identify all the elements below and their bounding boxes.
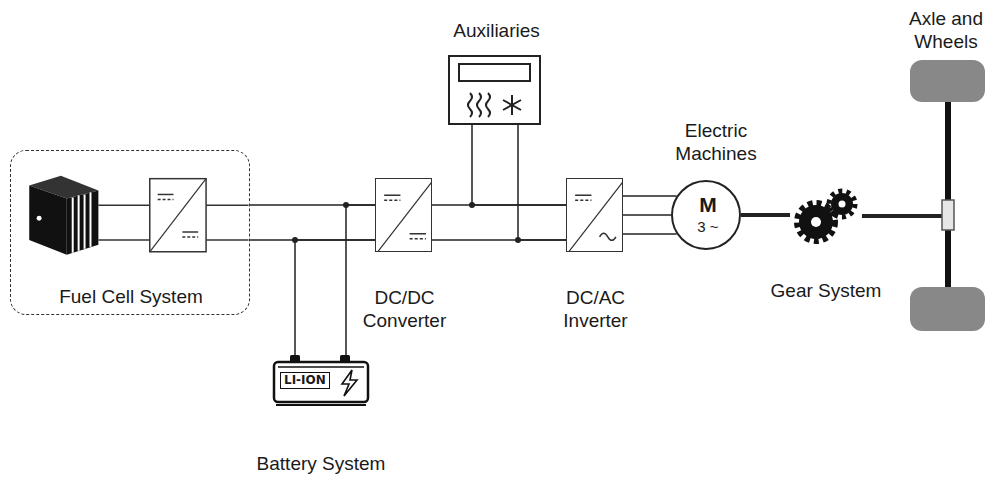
motor-symbol: M bbox=[678, 192, 738, 217]
wire bbox=[346, 205, 375, 355]
axle-and-wheels: Axle and Wheels bbox=[908, 58, 988, 333]
wire bbox=[741, 213, 790, 217]
phase-label: 3 ~ bbox=[678, 218, 738, 236]
dc-dc-converter-box: DC/DC Converter bbox=[375, 178, 432, 252]
wire-connector bbox=[623, 196, 677, 234]
group-label: Fuel Cell System bbox=[16, 286, 246, 309]
gear-icon bbox=[790, 185, 862, 247]
wire bbox=[295, 240, 375, 355]
fuel-cell-system-group: Fuel Cell System bbox=[10, 150, 250, 315]
wire bbox=[518, 125, 566, 240]
component-label: Battery System bbox=[241, 453, 401, 476]
wire-connector bbox=[741, 215, 790, 216]
wire-connector bbox=[295, 205, 375, 355]
battery-system: LI-IONBattery System bbox=[272, 355, 370, 407]
component-label: Axle and Wheels bbox=[902, 8, 990, 54]
wire-connector bbox=[862, 216, 942, 217]
auxiliaries-box: Auxiliaries bbox=[448, 55, 541, 125]
battery-chemistry: LI-ION bbox=[280, 372, 330, 389]
wire-connector bbox=[250, 205, 375, 240]
wire-connector bbox=[432, 205, 566, 240]
dc-dc-symbol bbox=[376, 179, 431, 251]
motor-circle: Electric MachinesM3 ~ bbox=[671, 180, 741, 250]
wire bbox=[623, 214, 671, 216]
gear-system: Gear System bbox=[790, 185, 862, 247]
dc-ac-inverter-box: DC/AC Inverter bbox=[566, 178, 623, 252]
air-conditioner-icon bbox=[450, 57, 539, 123]
component-label: DC/DC Converter bbox=[345, 287, 465, 333]
component-label: Electric Machines bbox=[661, 120, 771, 166]
wire bbox=[862, 214, 942, 218]
dc-ac-symbol bbox=[567, 179, 622, 251]
axle-wheels-illustration bbox=[908, 58, 988, 333]
component-label: DC/AC Inverter bbox=[536, 287, 656, 333]
wire bbox=[472, 125, 566, 205]
wire bbox=[623, 195, 677, 197]
wire-connector bbox=[472, 125, 566, 240]
wire bbox=[623, 233, 677, 235]
component-label: Auxiliaries bbox=[427, 20, 567, 43]
component-label: Gear System bbox=[756, 280, 896, 303]
